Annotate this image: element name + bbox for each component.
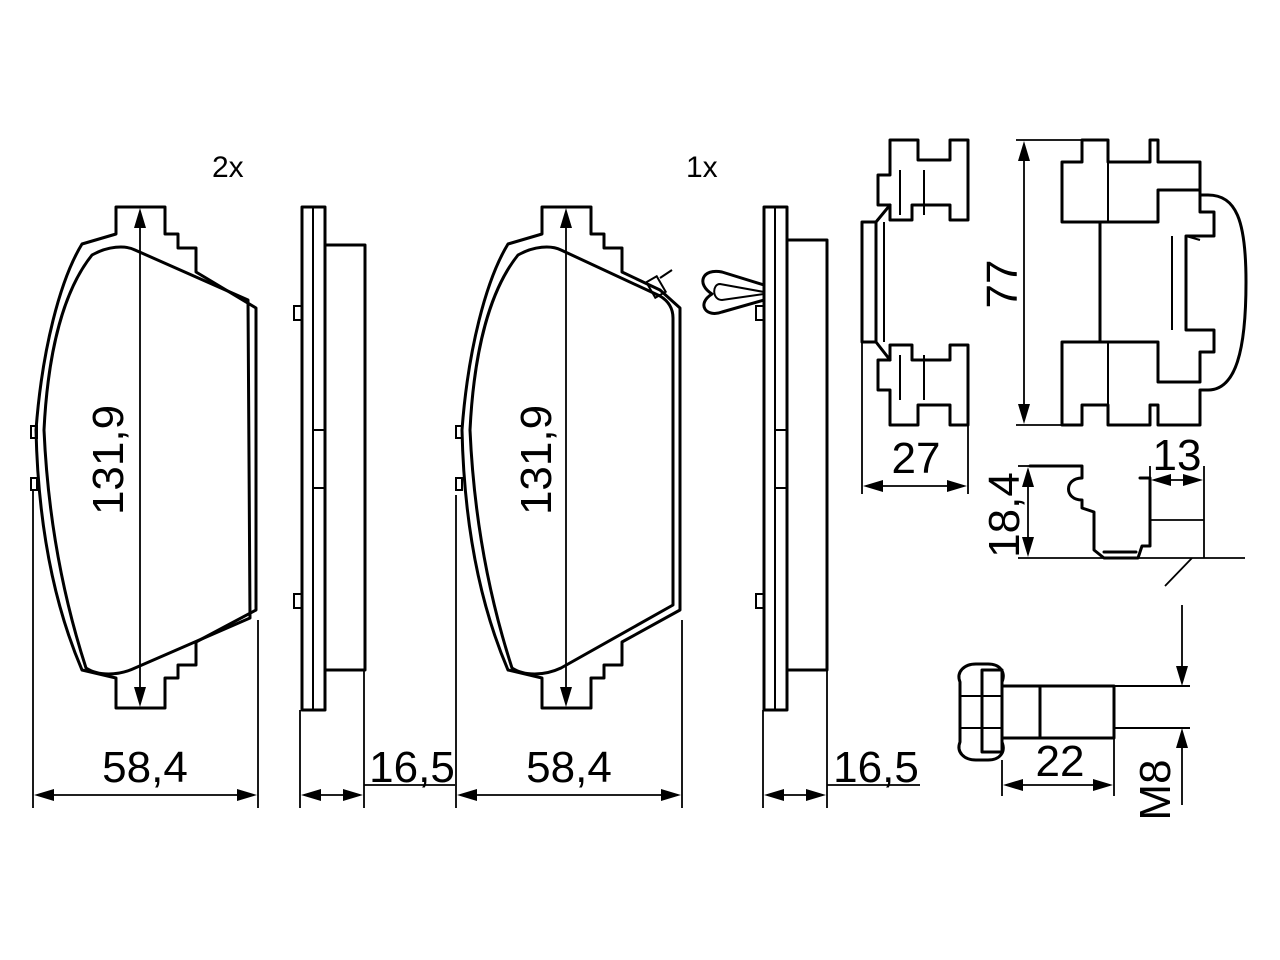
caliper-clip-side-view bbox=[860, 138, 970, 427]
dim-label-bolt-thread: M8 bbox=[1131, 759, 1180, 820]
dim-label-pad-left-height: 131,9 bbox=[84, 405, 133, 515]
pad-right-front-view bbox=[455, 205, 682, 710]
bolt-icon bbox=[957, 662, 1190, 762]
dim-label-pad-right-thickness: 16,5 bbox=[833, 743, 919, 792]
quantity-label-1x: 1x bbox=[686, 151, 718, 184]
spring-part bbox=[1028, 464, 1152, 560]
dim-label-spring-width: 13 bbox=[1153, 431, 1202, 480]
dim-label-clip-front-height: 77 bbox=[978, 260, 1027, 309]
pad-left-front-view bbox=[30, 205, 258, 710]
quantity-label-2x: 2x bbox=[212, 151, 244, 184]
spring-clip-icon bbox=[701, 269, 766, 315]
pad-left-side-view bbox=[293, 205, 367, 712]
wear-sensor-icon bbox=[644, 269, 673, 300]
dim-label-pad-right-height: 131,9 bbox=[512, 405, 561, 515]
dim-label-pad-right-width: 58,4 bbox=[526, 743, 612, 792]
dim-label-spring-height: 18,4 bbox=[980, 472, 1029, 558]
dim-label-bolt-length: 22 bbox=[1036, 737, 1085, 786]
dimension-lines bbox=[32, 139, 1245, 808]
caliper-clip-front-view bbox=[1060, 138, 1248, 427]
dim-label-clip-side-width: 27 bbox=[892, 434, 941, 483]
dim-label-pad-left-thickness: 16,5 bbox=[369, 743, 455, 792]
pad-right-side-view bbox=[701, 205, 829, 712]
dim-label-pad-left-width: 58,4 bbox=[102, 743, 188, 792]
